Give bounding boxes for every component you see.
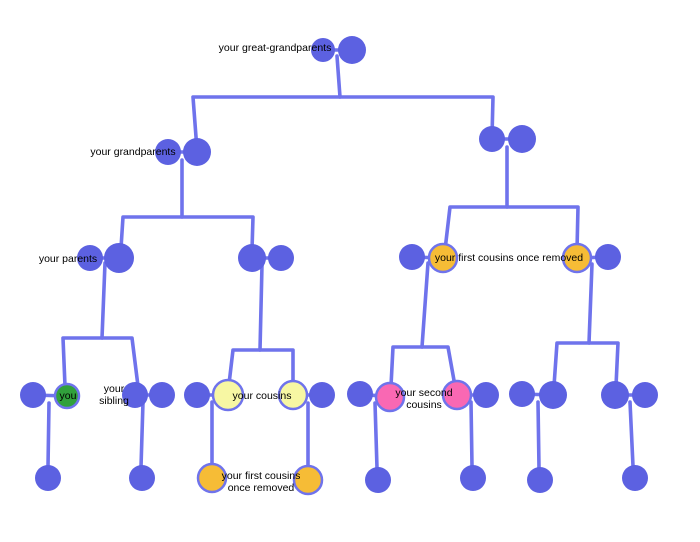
- node-relative-5d: [622, 465, 648, 491]
- bracket-grandparents: [119, 215, 255, 252]
- stem-niece-nephew: [139, 400, 145, 469]
- node-second-cousin-1-spouse: [347, 381, 373, 407]
- node-great-grandparent-2: [338, 36, 366, 64]
- stem-uncle: [258, 263, 264, 352]
- node-great-uncle-aunt: [479, 126, 505, 152]
- node-relative-5b: [460, 465, 486, 491]
- node-uncle-aunt: [238, 244, 266, 272]
- stem-child-5b: [469, 400, 474, 468]
- stem-parents: [100, 261, 107, 340]
- stem-child-5a: [373, 401, 379, 470]
- node-second-cousin-2-spouse: [473, 382, 499, 408]
- stem-great-grandparents: [335, 54, 342, 99]
- node-second-cousin-2: [441, 379, 473, 411]
- node-cousin-2: [277, 379, 309, 411]
- node-great-grandparent-1: [311, 38, 335, 62]
- node-cousin-2-spouse: [309, 382, 335, 408]
- node-your-spouse: [20, 382, 46, 408]
- node-grandparent: [183, 138, 211, 166]
- bracket-uncle: [227, 348, 295, 386]
- node-relative-4b: [539, 381, 567, 409]
- node-first-cousin-once-removed-younger-1: [196, 462, 228, 494]
- bracket-fcor-elder-2: [552, 341, 620, 388]
- stem-fcor-elder-1: [420, 261, 430, 349]
- node-first-cousin-once-removed-elder-1: [427, 242, 459, 274]
- node-niece-nephew: [129, 465, 155, 491]
- node-relative-5c: [527, 467, 553, 493]
- node-your-child: [35, 465, 61, 491]
- stem-fcor-elder-2: [587, 262, 594, 345]
- bracket-great-uncle: [443, 205, 580, 252]
- node-first-cousin-once-removed-younger-2: [292, 464, 324, 496]
- bracket-great-grandparents: [191, 95, 495, 152]
- node-relative-4d: [632, 382, 658, 408]
- node-parent: [104, 243, 134, 273]
- stem-your-child: [46, 401, 51, 469]
- node-first-cousin-once-removed-elder-2: [561, 242, 593, 274]
- node-fcor-elder-2-spouse: [595, 244, 621, 270]
- node-sibling: [122, 382, 148, 408]
- node-grandparent-spouse: [155, 139, 181, 165]
- node-you: [53, 382, 81, 410]
- node-great-uncle-aunt-spouse: [508, 125, 536, 153]
- node-relative-4a: [509, 381, 535, 407]
- node-parent-spouse: [77, 245, 103, 271]
- node-sibling-spouse: [149, 382, 175, 408]
- node-cousin-1-spouse: [184, 382, 210, 408]
- node-cousin-1: [211, 378, 245, 412]
- node-relative-5a: [365, 467, 391, 493]
- bracket-fcor-elder-1: [389, 345, 457, 388]
- node-relative-4c: [601, 381, 629, 409]
- node-second-cousin-1: [374, 381, 406, 413]
- stem-child-5d: [628, 400, 635, 468]
- node-uncle-aunt-spouse: [268, 245, 294, 271]
- node-fcor-elder-1-spouse: [399, 244, 425, 270]
- bracket-parents: [61, 336, 140, 388]
- stem-child-5c: [536, 400, 541, 470]
